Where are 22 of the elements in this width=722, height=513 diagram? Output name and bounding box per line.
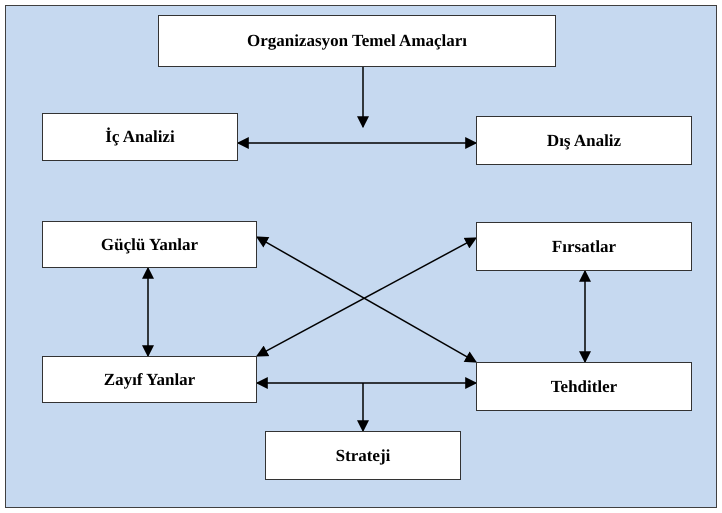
box-label: Tehditler <box>550 376 618 396</box>
box-label: Güçlü Yanlar <box>100 234 198 254</box>
box-label: Zayıf Yanlar <box>104 370 196 390</box>
process-box <box>42 221 257 268</box>
box-label: İç Analizi <box>105 127 175 147</box>
process-box <box>42 113 238 161</box>
process-box <box>265 431 461 480</box>
box-label: Dış Analiz <box>546 130 622 150</box>
process-box <box>158 15 556 67</box>
process-box <box>476 116 692 165</box>
arrow <box>579 270 591 364</box>
arrow <box>256 377 478 389</box>
box-label: Organizasyon Temel Amaçları <box>246 31 468 51</box>
arrow <box>357 383 369 432</box>
process-box <box>476 362 692 411</box>
arrow <box>236 137 478 149</box>
arrow <box>142 266 154 358</box>
arrow <box>357 67 369 128</box>
process-box <box>42 356 257 403</box>
box-label: Strateji <box>336 446 390 466</box>
process-box <box>476 222 692 271</box>
box-label: Fırsatlar <box>552 236 616 256</box>
